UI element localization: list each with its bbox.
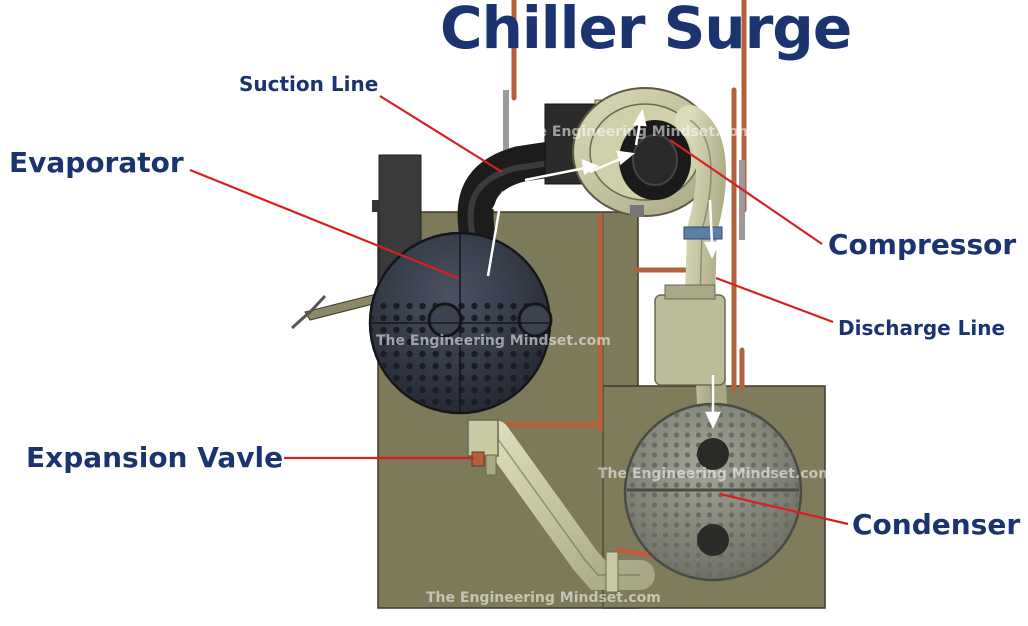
label-discharge-line: Discharge Line: [838, 316, 1005, 340]
watermark-bottom: The Engineering Mindset.com: [426, 590, 661, 606]
label-condenser: Condenser: [852, 508, 1020, 541]
watermark-top: The Engineering Mindset.com: [518, 124, 753, 140]
liquid-flange: [606, 552, 618, 592]
page-title: Chiller Surge: [440, 0, 851, 62]
condenser-vessel: [625, 404, 803, 581]
label-expansion-valve: Expansion Vavle: [26, 441, 283, 474]
oil-tank: [655, 285, 725, 385]
discharge-coupling: [684, 227, 722, 239]
watermark-condenser: The Engineering Mindset.com: [598, 466, 833, 482]
label-compressor: Compressor: [828, 228, 1016, 261]
watermark-evaporator: The Engineering Mindset.com: [376, 333, 611, 349]
label-suction-line: Suction Line: [239, 72, 378, 96]
label-evaporator: Evaporator: [9, 146, 184, 179]
